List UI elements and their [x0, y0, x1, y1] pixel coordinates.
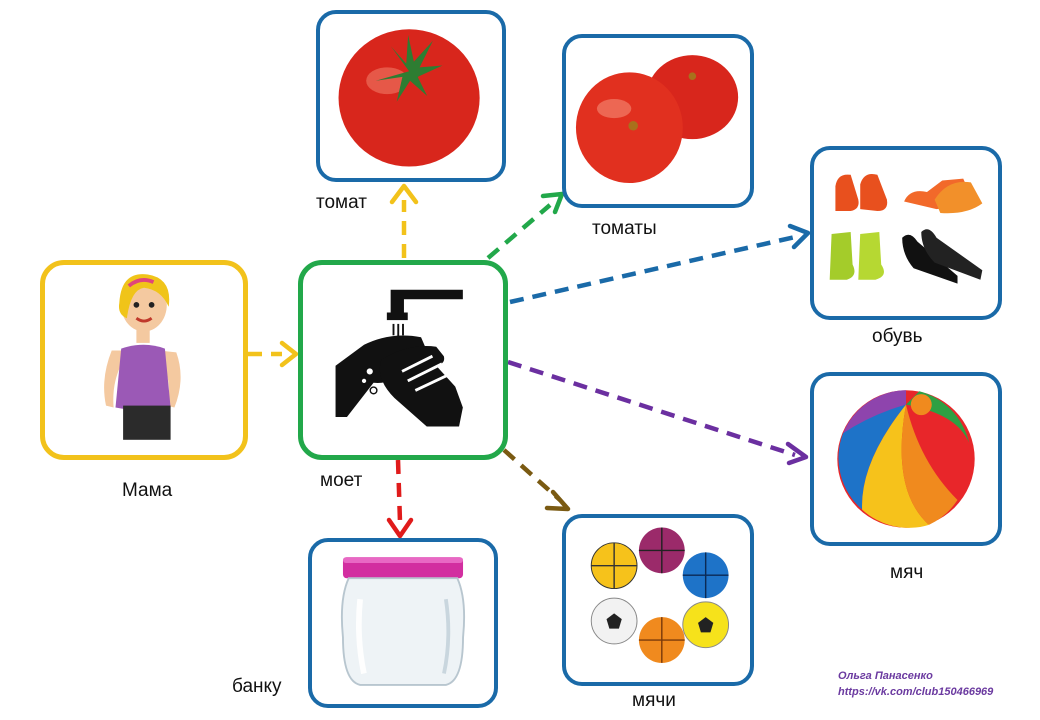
jar-card: [308, 538, 498, 708]
balls-icon: [590, 527, 730, 663]
arrowhead-jar: [386, 517, 414, 539]
jar-label: банку: [232, 676, 282, 697]
mama-label: Мама: [122, 480, 173, 501]
action-label: моет: [320, 470, 363, 491]
arrow-to-balls: [502, 448, 562, 502]
credit-url: https://vk.com/club150466969: [838, 686, 994, 698]
tomatoes-card: [562, 34, 754, 208]
arrowhead-tomato: [389, 183, 419, 205]
action-card: [298, 260, 508, 460]
arrow-to-shoes: [509, 234, 796, 305]
tomato-icon: [338, 29, 480, 167]
arrow-to-jar: [395, 459, 403, 523]
shoes-label: обувь: [872, 326, 923, 347]
arrowhead-balls: [544, 489, 571, 512]
credit-author: Ольга Панасенко: [838, 670, 933, 682]
tomatoes-label: томаты: [592, 218, 657, 239]
woman-figure-icon: [104, 274, 181, 440]
tomatoes-icon: [575, 55, 739, 184]
shoes-card: [810, 146, 1002, 320]
washing-hands-icon: [335, 289, 463, 427]
balls-card: [562, 514, 754, 686]
tomato-label: томат: [316, 192, 367, 213]
arrowhead-ball: [785, 441, 809, 466]
arrow-to-tomatoes: [486, 203, 552, 260]
mama-card: [40, 260, 248, 460]
arrow-to-ball: [507, 359, 796, 458]
ball-card: [810, 372, 1002, 546]
arrowhead-mama: [279, 340, 299, 368]
balls-label: мячи: [632, 690, 676, 711]
shoes-icon: [829, 173, 983, 284]
tomato-card: [316, 10, 506, 182]
ball-label: мяч: [890, 562, 924, 583]
glass-jar-icon: [340, 557, 466, 686]
arrowhead-shoes: [787, 223, 811, 250]
beach-ball-icon: [837, 390, 975, 528]
